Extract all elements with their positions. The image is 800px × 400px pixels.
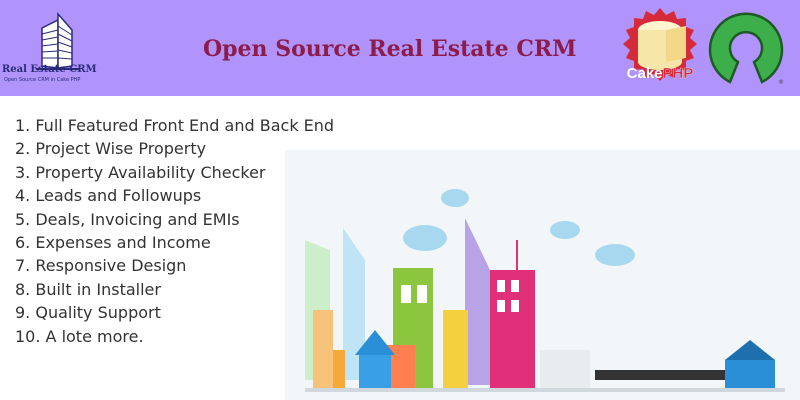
real-estate-crm-logo bbox=[14, 10, 104, 90]
feature-item: 2. Project Wise Property bbox=[15, 139, 207, 159]
logo-name: Real Estate CRM bbox=[2, 64, 97, 75]
feature-item: 3. Property Availability Checker bbox=[15, 162, 266, 182]
feature-item: 8. Built in Installer bbox=[15, 279, 161, 299]
header-banner: Real Estate CRM Open Source CRM in Cake … bbox=[0, 0, 800, 96]
page-title: Open Source Real Estate CRM bbox=[203, 36, 577, 62]
feature-item: 6. Expenses and Income bbox=[15, 233, 211, 253]
cakephp-logo: CakePHP bbox=[623, 8, 697, 82]
feature-item: 10. A lote more. bbox=[15, 326, 144, 346]
svg-text:CakePHP: CakePHP bbox=[627, 65, 694, 82]
feature-item: 4. Leads and Followups bbox=[15, 186, 202, 206]
logo-tagline: Open Source CRM in Cake PHP bbox=[4, 77, 81, 83]
feature-item: 5. Deals, Invoicing and EMIs bbox=[15, 209, 240, 229]
building-icon bbox=[36, 12, 80, 70]
svg-text:®: ® bbox=[778, 79, 784, 86]
feature-list: 1. Full Featured Front End and Back End … bbox=[15, 114, 334, 348]
feature-item: 9. Quality Support bbox=[15, 303, 161, 323]
feature-item: 1. Full Featured Front End and Back End bbox=[15, 116, 335, 135]
open-source-initiative-logo: ® bbox=[708, 12, 784, 86]
city-skyline-illustration bbox=[285, 150, 800, 400]
feature-item: 7. Responsive Design bbox=[15, 256, 187, 276]
